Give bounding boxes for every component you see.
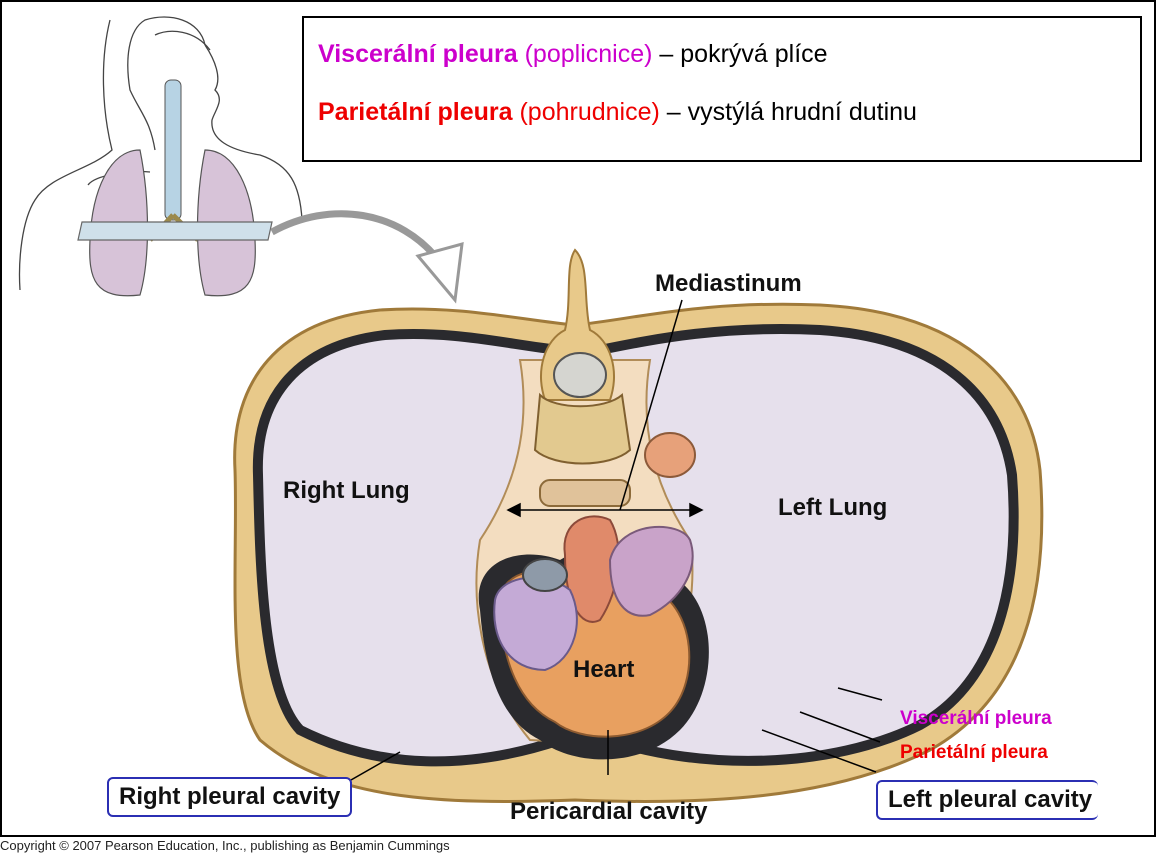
legend-line-visceral: Viscerální pleura (poplicnice) – pokrývá…	[318, 40, 828, 69]
torso-illustration	[20, 17, 302, 290]
legend-visceral-desc: – pokrývá plíce	[659, 40, 827, 68]
label-visceral-pleura: Viscerální pleura	[900, 708, 1052, 730]
legend-box: Viscerální pleura (poplicnice) – pokrývá…	[302, 16, 1142, 162]
label-pericardial-cavity: Pericardial cavity	[510, 798, 707, 826]
label-left-pleural-cavity: Left pleural cavity	[876, 780, 1098, 820]
label-mediastinum: Mediastinum	[655, 270, 802, 298]
copyright-text: Copyright © 2007 Pearson Education, Inc.…	[0, 838, 450, 853]
upper-lungs	[90, 80, 256, 296]
legend-visceral-alt: (poplicnice)	[525, 40, 653, 68]
arrow-head	[418, 244, 462, 300]
legend-parietal-term: Parietální pleura	[318, 98, 513, 126]
arrow-curve	[272, 214, 440, 262]
label-right-pleural-cavity: Right pleural cavity	[107, 777, 352, 817]
legend-parietal-desc: – vystýlá hrudní dutinu	[667, 98, 917, 126]
label-parietal-pleura: Parietální pleura	[900, 742, 1048, 764]
label-left-lung: Left Lung	[778, 494, 887, 522]
label-heart: Heart	[573, 656, 634, 684]
legend-visceral-term: Viscerální pleura	[318, 40, 518, 68]
label-right-lung: Right Lung	[283, 477, 410, 505]
legend-line-parietal: Parietální pleura (pohrudnice) – vystýlá…	[318, 98, 917, 127]
section-plane	[78, 222, 272, 240]
legend-parietal-alt: (pohrudnice)	[519, 98, 659, 126]
